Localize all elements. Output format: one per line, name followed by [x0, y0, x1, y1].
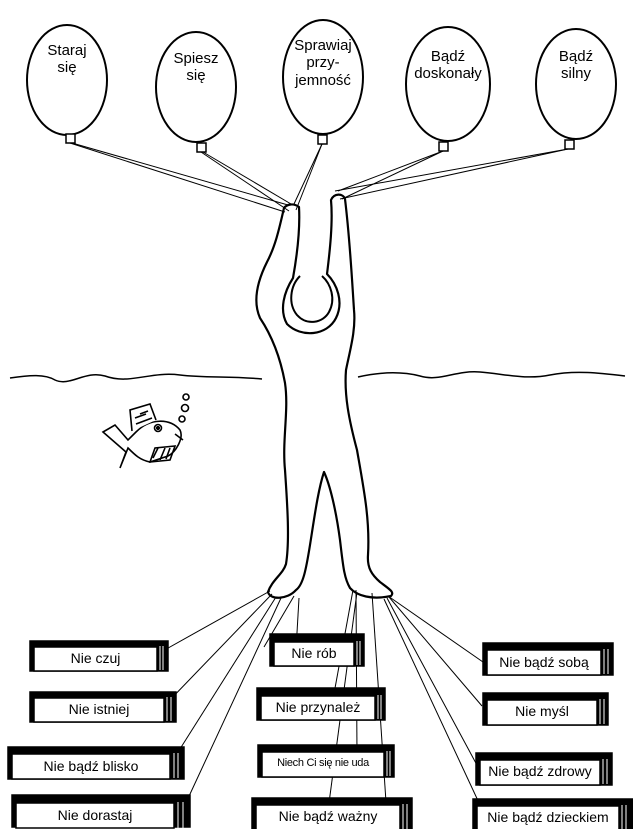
weight-block [29, 691, 177, 723]
weight-label-nie-czuj: Nie czuj [70, 650, 121, 666]
weight-label-nie-dorastaj: Nie dorastaj [57, 807, 133, 823]
balloon-strings [69, 142, 569, 213]
figure-head-gap [290, 275, 334, 323]
weight-label-nie-badz-dzieckiem: Nie bądź dzieckiem [487, 809, 609, 825]
weight-block [475, 752, 613, 786]
weight-label-niech-ci-sie-nie-uda: Niech Ci się nie uda [277, 757, 369, 769]
weight-blocks [7, 633, 633, 829]
balloon-spiesz-sie [155, 31, 237, 143]
balloon-knots [65, 133, 575, 153]
balloon-label-spiesz-sie: Spiesz się [173, 50, 219, 85]
weight-block-stripes [159, 641, 627, 829]
weight-block [472, 798, 633, 829]
weight-label-nie-rob: Nie rób [291, 645, 337, 661]
balloon-label-staraj-sie: Staraj się [47, 42, 87, 77]
balloon-label-badz-doskonaly: Bądź doskonały [414, 48, 482, 83]
weight-label-nie-badz-soba: Nie bądź sobą [499, 654, 589, 670]
figure-outline [255, 193, 394, 599]
weight-block [29, 640, 169, 672]
balloon-sprawiaj-przyjemnosc [282, 19, 364, 135]
weight-label-nie-badz-blisko: Nie bądź blisko [43, 758, 139, 774]
balloon-badz-doskonaly [405, 26, 491, 142]
weight-block [257, 744, 395, 778]
weight-label-nie-badz-wazny: Nie bądź ważny [278, 808, 378, 824]
weight-block [482, 642, 614, 676]
weight-block [269, 633, 365, 667]
balloon-label-sprawiaj-przyjemnosc: Sprawiaj przy- jemność [294, 37, 352, 89]
weight-block [256, 687, 386, 721]
balloon-badz-silny [535, 28, 617, 140]
fish-icon [101, 393, 190, 469]
weight-block [482, 692, 609, 726]
weight-block [251, 797, 413, 829]
weight-block [11, 794, 191, 829]
weight-label-nie-istniej: Nie istniej [68, 701, 130, 717]
weight-label-nie-przynalez: Nie przynależ [275, 699, 361, 715]
water-line [9, 371, 626, 383]
weight-block [7, 746, 185, 780]
weight-label-nie-badz-zdrowy: Nie bądź zdrowy [488, 763, 592, 779]
balloon-label-badz-silny: Bądź silny [558, 48, 594, 83]
weight-label-nie-mysl: Nie myśl [515, 703, 569, 719]
